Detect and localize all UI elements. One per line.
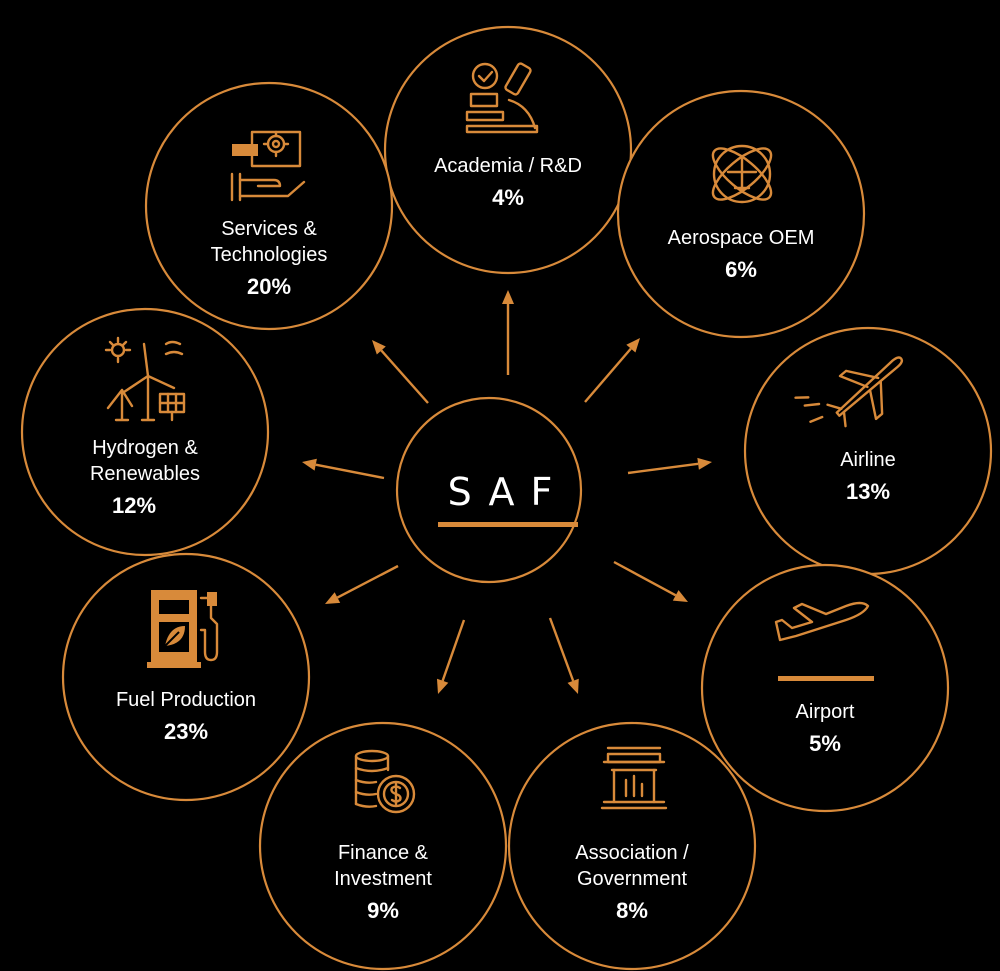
wind-solar-icon — [104, 336, 186, 422]
arrowhead-to-fuel-production — [325, 592, 341, 604]
segment-finance-investment: Finance & Investment 9% — [318, 840, 448, 924]
fuel-pump-leaf-icon — [147, 590, 219, 668]
microscope-icon — [465, 62, 539, 134]
node-circle-association-government — [507, 721, 757, 971]
airplane-globe-icon — [711, 144, 773, 204]
government-building-icon — [600, 746, 668, 810]
arrow-to-hydrogen-renewables — [315, 463, 385, 480]
coins-dollar-icon — [354, 749, 416, 814]
arrowhead-to-hydrogen-renewables — [302, 458, 317, 471]
airplane-icon — [794, 356, 904, 428]
segment-services-technologies: Services & Technologies 20% — [199, 216, 339, 300]
arrow-to-aerospace-oem — [584, 347, 632, 403]
segment-name: Aerospace OEM — [667, 227, 815, 249]
plane-takeoff-icon — [774, 601, 874, 681]
segment-value: 5% — [809, 731, 841, 756]
segment-value: 23% — [163, 719, 209, 744]
segment-name: Airport — [795, 701, 855, 723]
segment-name: Academia / R&D — [434, 155, 582, 177]
arrowhead-to-academia — [502, 290, 514, 304]
arrowhead-to-services-technologies — [372, 340, 386, 355]
center-hub-label: SAF — [447, 470, 569, 514]
segment-airport: Airport 5% — [705, 699, 945, 757]
segment-aerospace-oem: Aerospace OEM 6% — [621, 225, 861, 283]
node-circle-fuel-production — [61, 552, 311, 802]
arrowhead-to-finance-investment — [436, 678, 449, 694]
connector-arrows — [302, 290, 712, 694]
center-underline — [438, 522, 578, 527]
segment-value: 8% — [616, 898, 648, 923]
arrowhead-to-aerospace-oem — [626, 338, 640, 353]
segment-academia: Academia / R&D 4% — [388, 153, 628, 211]
laptop-gear-hand-icon — [230, 130, 306, 202]
arrowhead-to-association-government — [567, 678, 579, 694]
segment-fuel-production: Fuel Production 23% — [66, 687, 306, 745]
node-circle-academia — [383, 25, 633, 275]
arrowhead-to-airline — [697, 457, 712, 470]
node-circle-finance-investment — [258, 721, 508, 971]
segment-association-government: Association / Government 8% — [562, 840, 702, 924]
arrow-to-services-technologies — [380, 349, 429, 404]
segment-name: Fuel Production — [115, 689, 257, 711]
segment-name: Airline — [840, 449, 896, 471]
arrow-to-finance-investment — [441, 619, 466, 682]
segment-value: 4% — [492, 185, 524, 210]
segment-name: Association / Government — [575, 842, 689, 890]
segment-hydrogen-renewables: Hydrogen & Renewables 12% — [70, 435, 220, 519]
segment-value: 6% — [725, 257, 757, 282]
node-circle-aerospace-oem — [616, 89, 866, 339]
node-circle-hydrogen-renewables — [20, 307, 270, 557]
segment-name: Finance & Investment — [334, 842, 432, 890]
segment-value: 13% — [845, 479, 891, 504]
segment-value: 9% — [367, 898, 399, 923]
node-circle-services-technologies — [144, 81, 394, 331]
arrowhead-to-airport — [672, 590, 688, 602]
node-circle-airport — [700, 563, 950, 813]
segment-value: 20% — [246, 274, 292, 299]
segment-airline: Airline 13% — [748, 447, 988, 505]
center-hub-circle — [395, 396, 583, 584]
arrow-to-association-government — [548, 617, 575, 682]
arrow-to-fuel-production — [336, 564, 399, 599]
segment-name: Services & Technologies — [210, 218, 328, 266]
arrow-to-airport — [613, 560, 677, 597]
segment-value: 12% — [112, 493, 157, 518]
segment-name: Hydrogen & Renewables — [89, 437, 201, 485]
arrow-to-airline — [627, 462, 699, 475]
